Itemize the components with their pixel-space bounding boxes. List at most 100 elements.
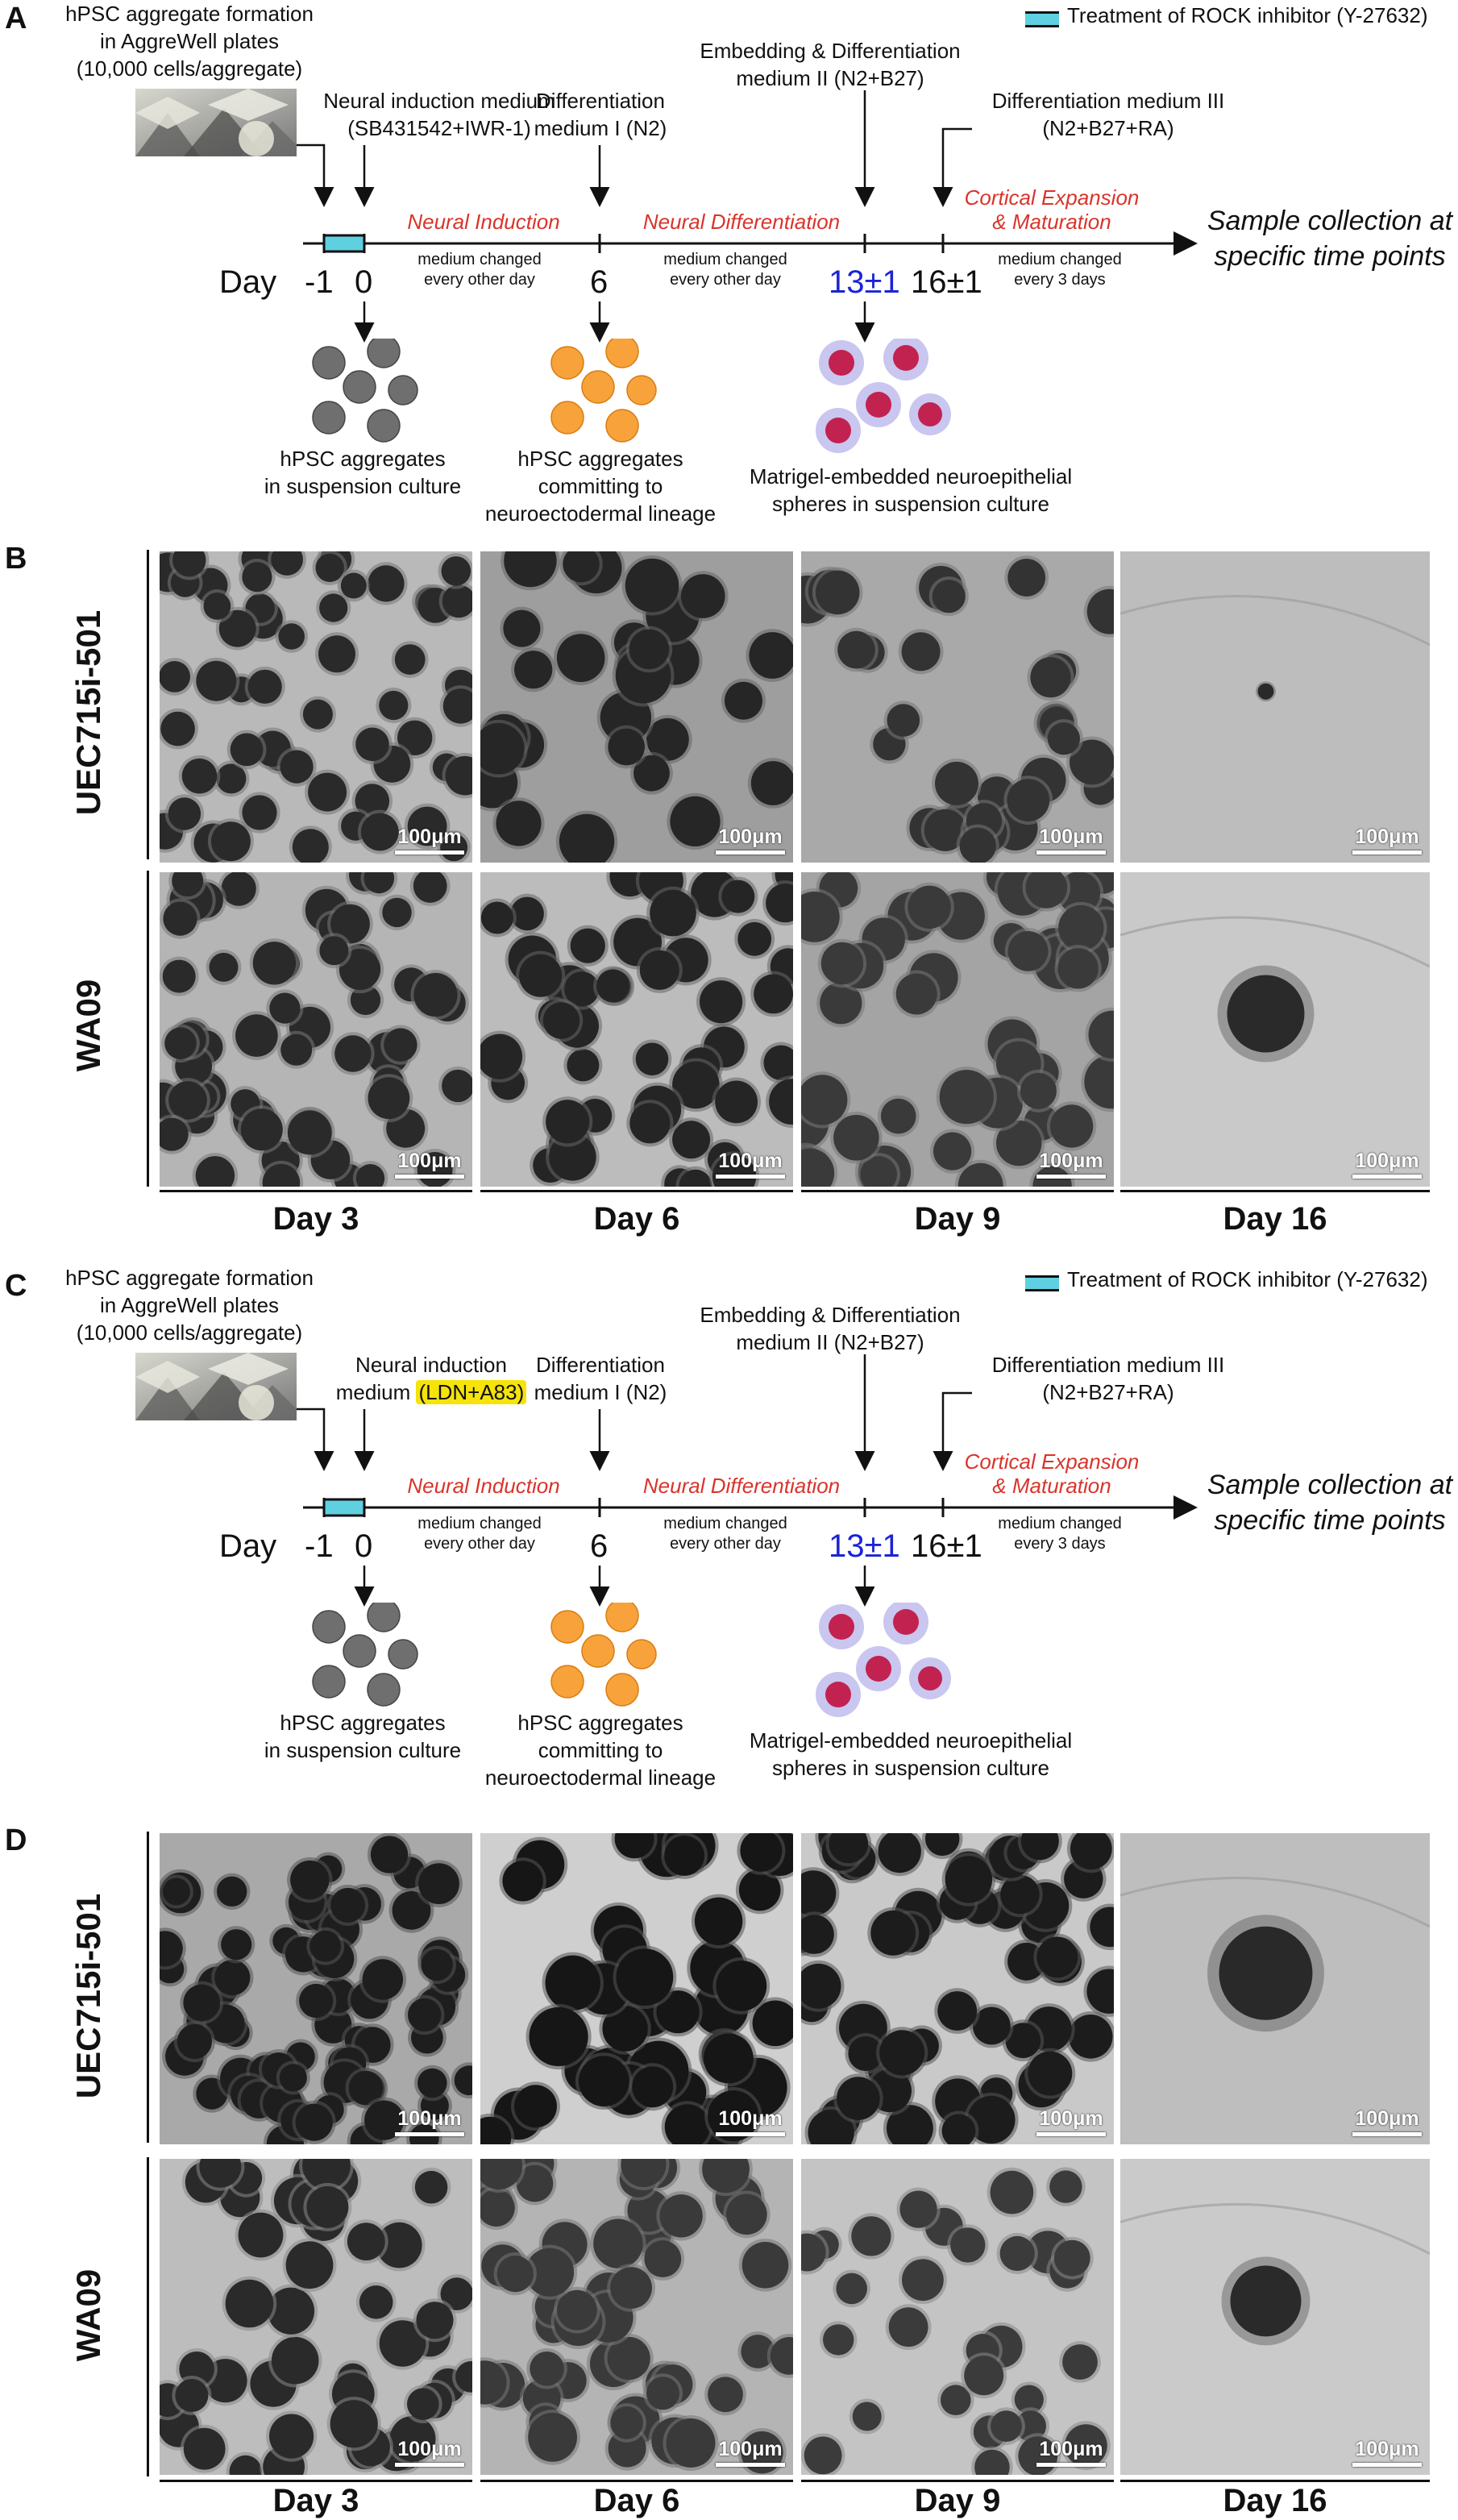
row-label-uec-d: UEC715i-501 (69, 1893, 107, 2099)
col-label-day16-b: Day 16 (1223, 1201, 1327, 1237)
scale-bar-label: 100μm (1355, 2107, 1419, 2130)
scale-bar-label: 100μm (397, 2107, 462, 2130)
day-16-a: 16±1 (911, 264, 982, 300)
day-13-c: 13±1 (829, 1528, 900, 1564)
formation-line-3: (10,000 cells/aggregate) (76, 56, 303, 81)
scale-bar-label: 100μm (718, 825, 783, 848)
timeline-c (297, 1354, 1198, 1607)
micrograph-d-r2-c2: 100μm (480, 2159, 793, 2475)
col-label-day6-d: Day 6 (593, 2483, 680, 2518)
panel-letter-b: B (5, 542, 27, 576)
scale-bar-label: 100μm (1355, 1150, 1419, 1172)
panel-letter-c: C (5, 1269, 27, 1303)
diff-medium-3-line-2: (N2+B27+RA) (1042, 116, 1174, 140)
col-label-day3-b: Day 3 (272, 1201, 359, 1237)
day-minus-1-a: -1 (305, 264, 334, 300)
formation-text-c: hPSC aggregate formation in AggreWell pl… (65, 1266, 314, 1345)
row-label-wa09-b: WA09 (69, 979, 107, 1072)
micrograph-d-r1-c3: 100μm (801, 1833, 1114, 2144)
orange-aggregates-icon-c (550, 1603, 657, 1707)
rock-treatment-bar (324, 235, 364, 252)
micrograph-d-r2-c4: 100μm (1120, 2159, 1430, 2475)
col-label-day3-d: Day 3 (272, 2483, 359, 2518)
scale-bar: 100μm (716, 1150, 785, 1179)
stage-cortical-expansion-c: Cortical Expansion& Maturation (964, 1449, 1140, 1498)
micrograph-b-r1-c3: 100μm (801, 551, 1114, 863)
col-label-day6-b: Day 6 (593, 1201, 680, 1237)
scale-bar: 100μm (395, 2438, 464, 2467)
orange-aggregates-icon (550, 339, 657, 443)
formation-line-1: hPSC aggregate formation (65, 2, 314, 26)
day-minus-1-c: -1 (305, 1528, 334, 1564)
scale-bar-label: 100μm (1039, 1150, 1103, 1172)
induction-medium-line-1: Neural induction medium (323, 89, 555, 113)
scale-bar-label: 100μm (397, 1150, 462, 1172)
scale-bar-label: 100μm (1355, 825, 1419, 848)
diff-medium-1-line-1: Differentiation (536, 89, 665, 113)
rock-inhibitor-legend-swatch-c (1025, 1275, 1059, 1291)
day-0-a: 0 (355, 264, 373, 300)
micrograph-d-r1-c4: 100μm (1120, 1833, 1430, 2144)
scale-bar-label: 100μm (1039, 2438, 1103, 2460)
scale-bar: 100μm (1352, 2438, 1422, 2467)
day-6-c: 6 (590, 1528, 609, 1564)
induction-medium-text-a: Neural induction medium (SB431542+IWR-1) (306, 87, 572, 142)
timeline-a (297, 90, 1198, 343)
micrograph-b-r1-c4: 100μm (1120, 551, 1430, 863)
micrograph-b-r1-c1: 100μm (160, 551, 472, 863)
formation-text-a: hPSC aggregate formation in AggreWell pl… (56, 0, 322, 82)
scale-bar: 100μm (716, 2438, 785, 2467)
col-label-day9-b: Day 9 (914, 1201, 1001, 1237)
micrograph-b-r2-c2: 100μm (480, 872, 793, 1187)
scale-bar-label: 100μm (718, 1150, 783, 1172)
grey-aggregates-icon (312, 339, 418, 443)
stage-neural-differentiation-a: Neural Differentiation (642, 210, 841, 234)
row-label-wa09-d: WA09 (69, 2268, 107, 2362)
scale-bar-label: 100μm (718, 2438, 783, 2460)
stage-cortical-expansion-a: Cortical Expansion& Maturation (964, 185, 1140, 234)
scale-bar: 100μm (1036, 2107, 1106, 2136)
scale-bar: 100μm (1352, 825, 1422, 855)
stage-neural-induction-a: Neural Induction (407, 210, 560, 234)
scale-bar: 100μm (395, 1150, 464, 1179)
diff-medium-1-text-a: Differentiation medium I (N2) (532, 87, 669, 142)
scale-bar: 100μm (1036, 2438, 1106, 2467)
aggrewell-plate-image-c (135, 1353, 297, 1420)
scale-bar: 100μm (395, 825, 464, 855)
induction-medium-line-2: (SB431542+IWR-1) (347, 116, 531, 140)
pink-spheres-icon (816, 339, 951, 453)
scale-bar-label: 100μm (1039, 825, 1103, 848)
panel-letter-d: D (5, 1823, 27, 1857)
scale-bar-label: 100μm (1355, 2438, 1419, 2460)
formation-line-2: in AggreWell plates (99, 29, 280, 53)
diff-medium-3-line-1: Differentiation medium III (991, 89, 1225, 113)
stage-neural-differentiation-c: Neural Differentiation (642, 1474, 841, 1498)
row-label-uec-b: UEC715i-501 (69, 609, 107, 816)
diff-medium-2-line-1: Embedding & Differentiation (700, 39, 961, 63)
stage-neural-induction-c: Neural Induction (407, 1474, 560, 1498)
day-6-a: 6 (590, 264, 609, 300)
micrograph-b-r2-c4: 100μm (1120, 872, 1430, 1187)
panel-letter-a: A (5, 2, 27, 35)
scale-bar-label: 100μm (397, 825, 462, 848)
scale-bar-label: 100μm (718, 2107, 783, 2130)
micrograph-d-r2-c3: 100μm (801, 2159, 1114, 2475)
day-label-a: Day (219, 264, 277, 300)
col-label-day16-d: Day 16 (1223, 2483, 1327, 2518)
diff-medium-3-text-c: Differentiation medium III(N2+B27+RA) (991, 1353, 1225, 1404)
pink-spheres-icon-c (816, 1603, 951, 1717)
scale-bar: 100μm (1352, 2107, 1422, 2136)
